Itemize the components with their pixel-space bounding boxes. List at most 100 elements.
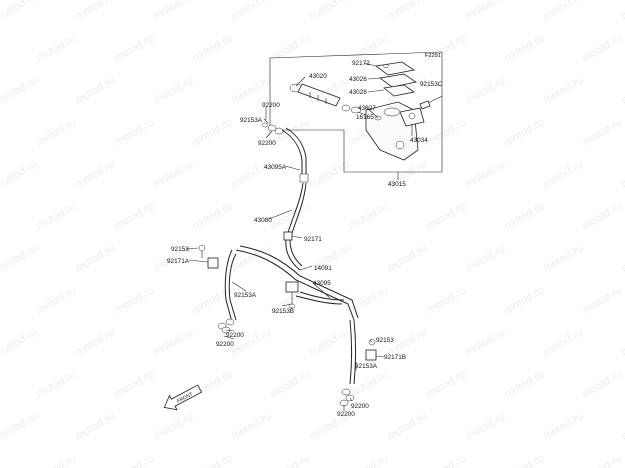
brake-hose-43095A (281, 127, 309, 183)
watermark-text: motod.ru (386, 242, 430, 274)
watermark-text: motod.ru (620, 410, 625, 442)
part-label-43028: 43028 (349, 89, 367, 96)
watermark-text: motod.ru (113, 200, 157, 232)
part-label-43026: 43026 (349, 76, 367, 83)
watermark-text: motod.ru (74, 326, 118, 358)
watermark-text: motod.ru (620, 158, 625, 190)
brake-hose-left (224, 249, 237, 323)
watermark-text: motod.ru (0, 74, 39, 106)
watermark-text: motod.ru (581, 284, 625, 316)
part-label-16165: 16165 (356, 114, 374, 121)
watermark-text: motod.ru (542, 326, 586, 358)
watermark-text: motod.ru (35, 452, 79, 468)
watermark-text: motod.ru (269, 32, 313, 64)
watermark-text: motod.ru (503, 116, 547, 148)
banjo-fitting-left-bottom (217, 318, 235, 334)
watermark-text: motod.ru (152, 326, 196, 358)
watermark-text: motod.ru (191, 284, 235, 316)
watermark-text: motod.ru (35, 368, 79, 400)
watermark-text: motod.ru (269, 368, 313, 400)
watermark-text: motod.ru (620, 0, 625, 23)
brake-line-14091 (235, 245, 359, 321)
part-label-92153C: 92153C (420, 81, 443, 88)
watermark-text: motod.ru (464, 0, 508, 23)
clamp-bracket (399, 107, 425, 127)
watermark-text: motod.ru (230, 410, 274, 442)
watermark-text: motod.ru (581, 368, 625, 400)
watermark-text: motod.ru (620, 326, 625, 358)
banjo-fitting-right-bottom (339, 388, 355, 407)
watermark-text: motod.ru (425, 200, 469, 232)
watermark-text: motod.ru (0, 0, 39, 23)
watermark-text: motod.ru (503, 32, 547, 64)
watermark-text: motod.ru (191, 200, 235, 232)
watermark-text: motod.ru (581, 116, 625, 148)
watermark-text: motod.ru (347, 200, 391, 232)
piston-assembly (289, 83, 362, 114)
bolt-92153C (419, 95, 443, 110)
part-label-43095: 43095 (313, 280, 331, 287)
part-label-92200-d: 92200 (216, 341, 234, 348)
part-label-92153A-c: 92153A (355, 363, 378, 370)
part-label-92153B: 92153B (272, 308, 294, 315)
watermark-text: motod.ru (35, 116, 79, 148)
part-label-92153-b: 92153 (376, 337, 394, 344)
watermark-text: motod.ru (152, 0, 196, 23)
watermark-text: motod.ru (74, 74, 118, 106)
part-label-92171B: 92171B (384, 354, 406, 361)
watermark-text: motod.ru (620, 74, 625, 106)
watermark-text: motod.ru (503, 368, 547, 400)
watermark-text: motod.ru (191, 452, 235, 468)
watermark-text: motod.ru (308, 326, 352, 358)
brake-pipe-43080 (285, 182, 307, 271)
watermark-text: motod.ru (464, 410, 508, 442)
watermark-text: motod.ru (464, 158, 508, 190)
part-label-92172: 92172 (352, 60, 370, 67)
part-label-14091: 14091 (314, 265, 332, 272)
watermark-text: motod.ru (0, 242, 39, 274)
watermark-text: motod.ru (35, 200, 79, 232)
watermark-text: motod.ru (113, 368, 157, 400)
joint-92171 (283, 231, 293, 241)
watermark-text: motod.ru (347, 284, 391, 316)
watermark-text: motod.ru (581, 200, 625, 232)
watermark-text: motod.ru (191, 116, 235, 148)
part-label-43027: 43027 (358, 105, 376, 112)
part-label-92200-c: 92200 (226, 332, 244, 339)
part-label-43020: 43020 (309, 73, 327, 80)
watermark-text: motod.ru (152, 410, 196, 442)
part-label-92200-a: 92200 (262, 102, 280, 109)
watermark-text: motod.ru (386, 410, 430, 442)
watermark-text: motod.ru (113, 452, 157, 468)
watermark-text: motod.ru (152, 158, 196, 190)
brake-hose-right (349, 319, 356, 385)
watermark-text: motod.ru (542, 410, 586, 442)
part-label-92153-a: 92153 (171, 246, 189, 253)
part-label-92171: 92171 (304, 236, 322, 243)
part-labels: F2291 92172 43020 43026 43028 92153C 430… (167, 53, 443, 418)
watermark-text: motod.ru (191, 32, 235, 64)
part-label-43034: 43034 (410, 137, 428, 144)
watermark-text: motod.ru (425, 452, 469, 468)
watermark-text: motod.ru (347, 452, 391, 468)
joint-92171B (365, 338, 377, 361)
watermark-text: motod.ru (74, 242, 118, 274)
watermark-text: motod.ru (269, 452, 313, 468)
watermark-text: motod.ru (464, 242, 508, 274)
watermark-text: motod.ru (386, 0, 430, 23)
part-label-92200-b: 92200 (258, 140, 276, 147)
joint-92171A (198, 244, 219, 269)
diagram-code: F2291 (425, 53, 441, 59)
watermark-text: motod.ru (152, 74, 196, 106)
joint-center (285, 281, 299, 309)
watermark-text: motod.ru (35, 32, 79, 64)
watermark-text: motod.ru (542, 242, 586, 274)
watermark-text: motod.ru (308, 0, 352, 23)
watermark-text: motod.ru (542, 74, 586, 106)
watermark-text: motod.ru (74, 410, 118, 442)
watermark-text: motod.ru (0, 158, 39, 190)
leader-lines (185, 62, 413, 411)
watermark-text: motod.ru (542, 0, 586, 23)
watermark-text: motod.ru (425, 116, 469, 148)
